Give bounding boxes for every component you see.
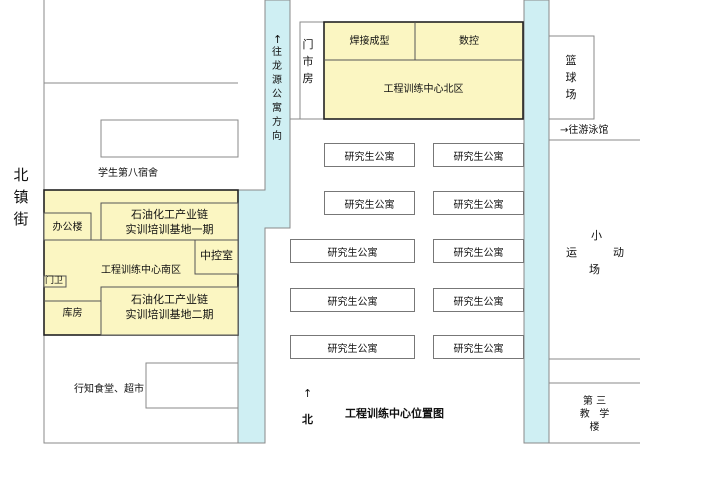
base1-label: 石油化工产业链 实训培训基地一期	[125, 208, 214, 236]
office-label: 办公楼	[52, 222, 83, 233]
grad-apartment: 研究生公寓	[433, 143, 524, 167]
canteen-label: 行知食堂、超市	[74, 384, 144, 395]
grad-apartment: 研究生公寓	[433, 239, 524, 263]
north-label: 北	[302, 413, 313, 426]
river-left	[237, 0, 291, 444]
grad-apartment: 研究生公寓	[433, 288, 524, 312]
north-arrow-icon: ↑	[303, 387, 313, 400]
north-cell-cnc: 数控	[459, 36, 479, 47]
gatehouse-label: 门市房	[302, 38, 314, 85]
grad-apartment: 研究生公寓	[290, 288, 415, 312]
north-zone-name: 工程训练中心北区	[383, 84, 464, 95]
base2-building	[100, 286, 239, 336]
dorm8-label: 学生第八宿舍	[98, 168, 158, 179]
north-zone-area	[323, 21, 524, 120]
base2-label: 石油化工产业链 实训培训基地二期	[125, 293, 214, 321]
base1-building	[100, 202, 239, 241]
teach3-label-3: 楼	[589, 422, 600, 433]
longyuan-direction-label: 往龙源公寓方向	[272, 47, 282, 142]
dorm8-building	[100, 119, 239, 158]
map-title: 工程训练中心位置图	[345, 407, 444, 420]
gate-building	[43, 275, 67, 288]
grad-apartment: 研究生公寓	[433, 191, 524, 215]
control-label: 中控室	[200, 249, 233, 262]
up-arrow-icon: ↑	[273, 33, 283, 46]
street-label: 北镇街	[13, 166, 29, 228]
grad-apartment: 研究生公寓	[324, 191, 415, 215]
canteen-building	[145, 362, 239, 409]
gate-label: 门卫	[45, 276, 64, 286]
basketball-court	[548, 35, 595, 120]
left-lower-outline	[43, 335, 238, 444]
playground-label-2: 运	[566, 246, 577, 259]
grad-apartment: 研究生公寓	[433, 335, 524, 359]
grad-apartment: 研究生公寓	[324, 143, 415, 167]
river-right	[523, 0, 550, 444]
playground-label-1: 小	[591, 229, 602, 242]
basketball-label: 篮球场	[565, 54, 577, 101]
pool-direction-label: →往游泳馆	[560, 125, 609, 136]
control-building	[194, 239, 239, 275]
north-cell-welding: 焊接成型	[349, 36, 390, 47]
grad-apartment: 研究生公寓	[290, 239, 415, 263]
grad-apartment: 研究生公寓	[290, 335, 415, 359]
playground-label-3: 动	[613, 246, 624, 259]
playground-label-4: 场	[589, 263, 600, 276]
south-zone-name: 工程训练中心南区	[101, 265, 181, 276]
teach3-label-1: 第 三	[582, 396, 607, 407]
office-building	[43, 212, 92, 241]
store-label: 库房	[62, 308, 83, 319]
teach3-label-2: 教 学	[579, 409, 610, 420]
